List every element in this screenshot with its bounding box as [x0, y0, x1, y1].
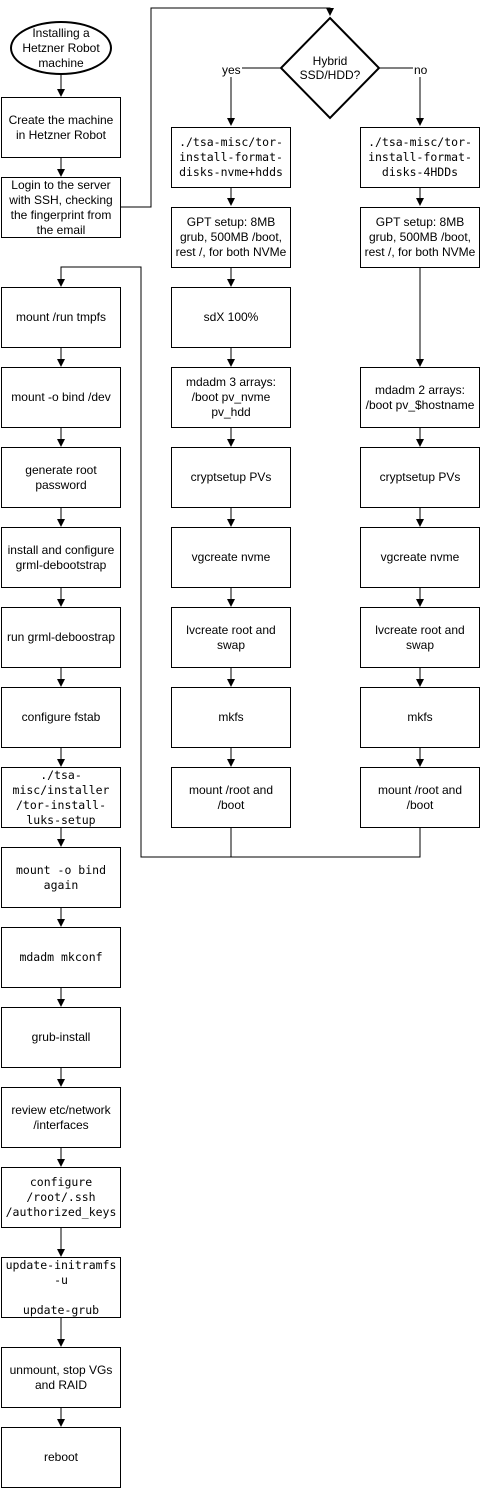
step-install-grml: install and configure grml-debootstrap — [1, 527, 121, 588]
step-review-network: review etc/network /interfaces — [1, 1087, 121, 1148]
step-mount-bind-dev: mount -o bind /dev — [1, 367, 121, 428]
yes-cryptsetup: cryptsetup PVs — [171, 447, 291, 508]
decision-label: Hybrid SSD/HDD? — [299, 54, 361, 82]
no-vgcreate: vgcreate nvme — [360, 527, 480, 588]
edge-no-merge — [231, 828, 421, 858]
no-mount-root-boot: mount /root and /boot — [360, 767, 480, 828]
step-mdadm-mkconf: mdadm mkconf — [1, 927, 121, 988]
yes-mdadm: mdadm 3 arrays: /boot pv_nvme pv_hdd — [171, 367, 291, 428]
step-mount-run-tmpfs: mount /run tmpfs — [1, 287, 121, 348]
yes-format-disks: ./tsa-misc/tor- install-format- disks-nv… — [171, 127, 291, 188]
yes-gpt-setup: GPT setup: 8MB grub, 500MB /boot, rest /… — [171, 207, 291, 268]
no-label: no — [413, 63, 429, 77]
no-lvcreate: lvcreate root and swap — [360, 607, 480, 668]
no-gpt-setup: GPT setup: 8MB grub, 500MB /boot, rest /… — [360, 207, 480, 268]
yes-vgcreate: vgcreate nvme — [171, 527, 291, 588]
yes-mkfs: mkfs — [171, 687, 291, 748]
no-cryptsetup: cryptsetup PVs — [360, 447, 480, 508]
step-configure-fstab: configure fstab — [1, 687, 121, 748]
yes-lvcreate: lvcreate root and swap — [171, 607, 291, 668]
step-authorized-keys: configure /root/.ssh /authorized_keys — [1, 1167, 121, 1228]
no-mdadm: mdadm 2 arrays: /boot pv_$hostname — [360, 367, 480, 428]
step-login-ssh: Login to the server with SSH, checking t… — [1, 177, 121, 238]
step-generate-root-password: generate root password — [1, 447, 121, 508]
yes-mount-root-boot: mount /root and /boot — [171, 767, 291, 828]
start-node: Installing a Hetzner Robot machine — [10, 21, 112, 75]
edge-yes-merge — [57, 266, 232, 858]
step-grub-install: grub-install — [1, 1007, 121, 1068]
step-reboot: reboot — [1, 1427, 121, 1488]
step-luks-setup: ./tsa- misc/installer /tor-install- luks… — [1, 767, 121, 828]
decision-diamond — [279, 16, 381, 120]
no-mkfs: mkfs — [360, 687, 480, 748]
yes-label: yes — [221, 63, 242, 77]
yes-sdx: sdX 100% — [171, 287, 291, 348]
step-mount-bind-again: mount -o bind again — [1, 847, 121, 908]
step-run-grml: run grml-deboostrap — [1, 607, 121, 668]
step-create-machine: Create the machine in Hetzner Robot — [1, 97, 121, 158]
step-unmount-stop: unmount, stop VGs and RAID — [1, 1347, 121, 1408]
edge-login-to-decision — [121, 7, 334, 208]
no-format-disks: ./tsa-misc/tor- install-format- disks-4H… — [360, 127, 480, 188]
step-update-initramfs-grub: update-initramfs -u update-grub — [1, 1257, 121, 1318]
